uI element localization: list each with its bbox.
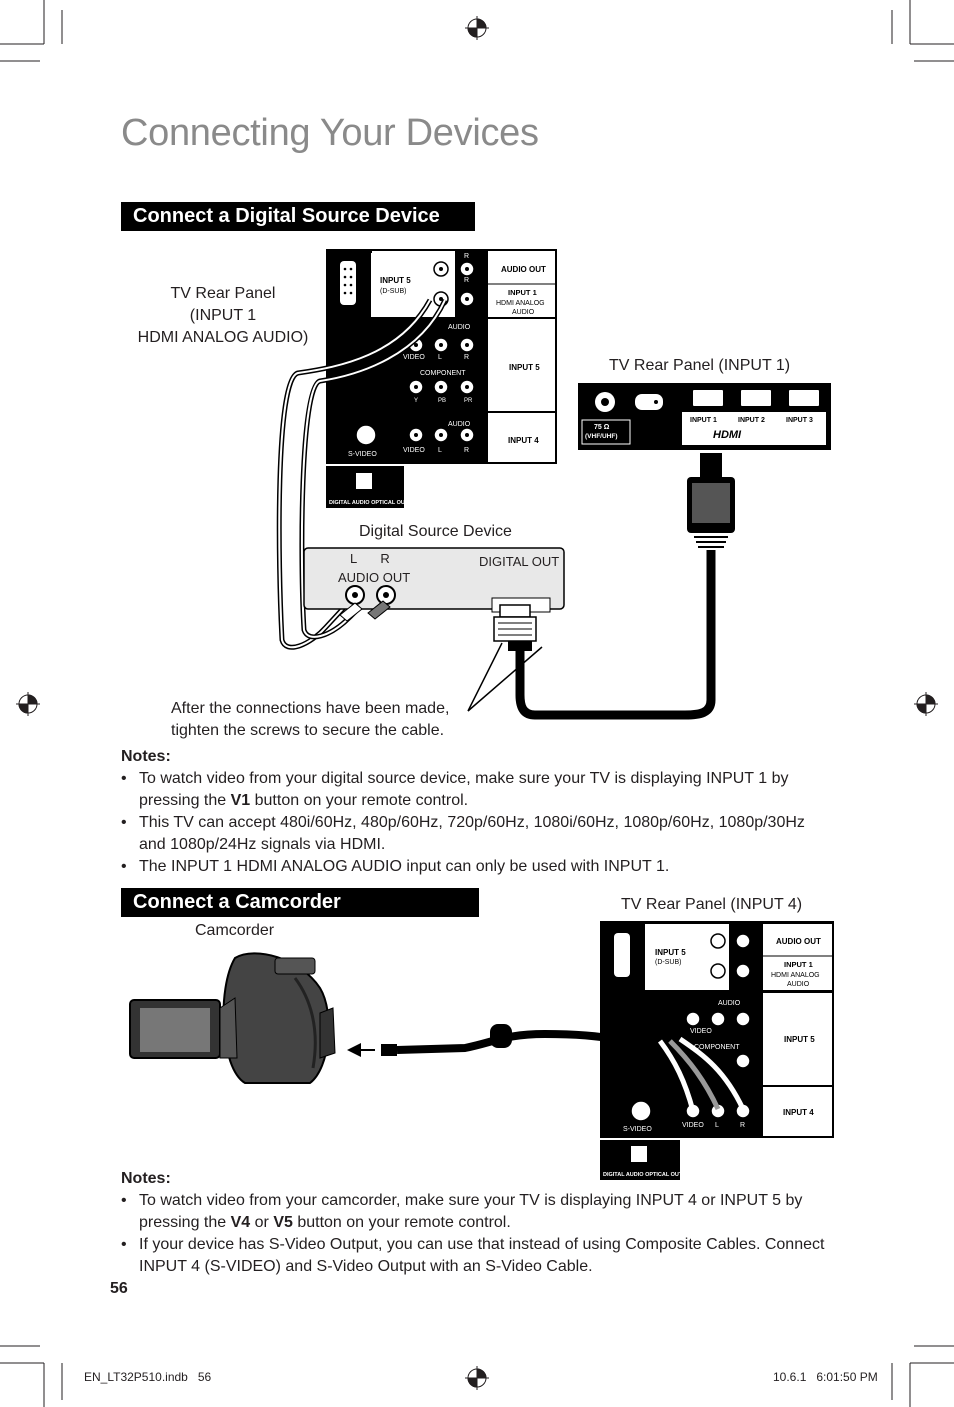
- svg-text:L: L: [715, 1122, 719, 1129]
- registration-mark-left: [16, 692, 40, 716]
- tv-rear-panel: INPUT 5 (D-SUB) AUDIO OUT INPUT 1 HDMI A…: [326, 249, 557, 508]
- device-digital-out-label: DIGITAL OUT: [479, 554, 560, 569]
- note-item: To watch video from your digital source …: [121, 768, 831, 812]
- svg-text:AUDIO: AUDIO: [448, 421, 471, 428]
- svg-text:(D-SUB): (D-SUB): [655, 959, 681, 966]
- note-item: The INPUT 1 HDMI ANALOG AUDIO input can …: [121, 856, 831, 878]
- svg-text:VIDEO: VIDEO: [682, 1122, 704, 1129]
- svg-text:R: R: [464, 277, 469, 284]
- svg-text:AUDIO: AUDIO: [512, 309, 535, 316]
- svg-text:AUDIO: AUDIO: [448, 324, 471, 331]
- notes-list-1: To watch video from your digital source …: [121, 768, 831, 878]
- svg-text:Y: Y: [414, 398, 418, 404]
- svg-text:S-VIDEO: S-VIDEO: [348, 451, 377, 458]
- screw-note: After the connections have been made, ti…: [171, 700, 450, 739]
- svg-text:INPUT 5: INPUT 5: [655, 948, 686, 957]
- svg-text:AUDIO OUT: AUDIO OUT: [776, 937, 821, 946]
- svg-text:VIDEO: VIDEO: [403, 447, 425, 454]
- notes-list-2: To watch video from your camcorder, make…: [121, 1190, 831, 1278]
- rear-panel-input1-label: TV Rear Panel (INPUT 1 HDMI ANALOG AUDIO…: [137, 285, 309, 346]
- svg-text:INPUT 4: INPUT 4: [508, 436, 539, 445]
- svg-text:R: R: [464, 354, 469, 361]
- svg-text:VIDEO: VIDEO: [403, 354, 425, 361]
- svg-text:R: R: [464, 253, 469, 260]
- svg-text:COMPONENT: COMPONENT: [694, 1044, 740, 1051]
- camcorder-connection-diagram: INPUT 5 (D-SUB) AUDIO OUT INPUT 1 HDMI A…: [129, 921, 834, 1180]
- svg-text:INPUT 1: INPUT 1: [508, 288, 537, 297]
- svg-text:INPUT 5: INPUT 5: [380, 276, 411, 285]
- svg-text:DIGITAL AUDIO OPTICAL OUT: DIGITAL AUDIO OPTICAL OUT: [329, 500, 409, 506]
- svg-text:HDMI: HDMI: [713, 429, 742, 441]
- registration-mark-bottom: [465, 1366, 489, 1390]
- device-audio-out-label: AUDIO OUT: [338, 570, 411, 585]
- svg-text:DIGITAL AUDIO OPTICAL OUT: DIGITAL AUDIO OPTICAL OUT: [603, 1172, 683, 1178]
- camcorder-icon: [129, 952, 336, 1084]
- svg-text:L: L: [438, 447, 442, 454]
- page-title: Connecting Your Devices: [121, 112, 539, 154]
- registration-mark-right: [914, 692, 938, 716]
- footer-file: EN_LT32P510.indb 56: [84, 1370, 212, 1384]
- section-heading-digital: Connect a Digital Source Device: [121, 202, 475, 231]
- hdmi-rear-panel: 75 Ω (VHF/UHF) INPUT 1 INPUT 2 INPUT 3 H…: [578, 383, 831, 450]
- svg-text:AUDIO: AUDIO: [787, 981, 810, 988]
- svg-text:INPUT 3: INPUT 3: [786, 417, 813, 424]
- footer-timestamp: 10.6.1 6:01:50 PM: [773, 1370, 878, 1384]
- rear-panel-hdmi-label: TV Rear Panel (INPUT 1): [609, 357, 791, 374]
- svg-text:VIDEO: VIDEO: [690, 1028, 712, 1035]
- notes-heading-1: Notes:: [121, 748, 171, 765]
- svg-text:75 Ω: 75 Ω: [594, 424, 610, 431]
- note-item: If your device has S-Video Output, you c…: [121, 1234, 831, 1278]
- note-item: To watch video from your camcorder, make…: [121, 1190, 831, 1234]
- svg-text:INPUT 5: INPUT 5: [509, 363, 540, 372]
- notes-heading-2: Notes:: [121, 1170, 171, 1187]
- svg-text:HDMI ANALOG: HDMI ANALOG: [496, 300, 545, 307]
- digital-connection-diagram: INPUT 5 (D-SUB) AUDIO OUT INPUT 1 HDMI A…: [276, 249, 831, 720]
- camcorder-label: Camcorder: [195, 922, 275, 939]
- svg-text:R: R: [740, 1122, 745, 1129]
- device-audio-lr: L R: [350, 551, 390, 566]
- svg-text:(D-SUB): (D-SUB): [380, 288, 406, 295]
- svg-text:L: L: [438, 354, 442, 361]
- svg-text:AUDIO: AUDIO: [718, 1000, 741, 1007]
- svg-text:L: L: [438, 253, 442, 260]
- svg-text:INPUT 4: INPUT 4: [783, 1108, 814, 1117]
- svg-text:(VHF/UHF): (VHF/UHF): [585, 433, 618, 440]
- digital-source-device-label: Digital Source Device: [359, 523, 512, 540]
- svg-text:PB: PB: [438, 398, 446, 404]
- svg-text:L: L: [438, 277, 442, 284]
- svg-text:HDMI ANALOG: HDMI ANALOG: [771, 972, 820, 979]
- svg-text:COMPONENT: COMPONENT: [420, 370, 466, 377]
- section-heading-camcorder: Connect a Camcorder: [121, 888, 479, 917]
- svg-text:INPUT 2: INPUT 2: [738, 417, 765, 424]
- svg-text:AUDIO OUT: AUDIO OUT: [501, 265, 546, 274]
- svg-text:S-VIDEO: S-VIDEO: [623, 1126, 652, 1133]
- rear-panel-input4-label: TV Rear Panel (INPUT 4): [621, 896, 803, 913]
- page-number: 56: [110, 1280, 128, 1297]
- registration-mark-top: [465, 16, 489, 40]
- svg-text:PR: PR: [464, 398, 473, 404]
- svg-text:INPUT 1: INPUT 1: [690, 417, 717, 424]
- note-item: This TV can accept 480i/60Hz, 480p/60Hz,…: [121, 812, 831, 856]
- svg-text:INPUT 5: INPUT 5: [784, 1035, 815, 1044]
- svg-text:R: R: [464, 447, 469, 454]
- svg-text:INPUT 1: INPUT 1: [784, 960, 813, 969]
